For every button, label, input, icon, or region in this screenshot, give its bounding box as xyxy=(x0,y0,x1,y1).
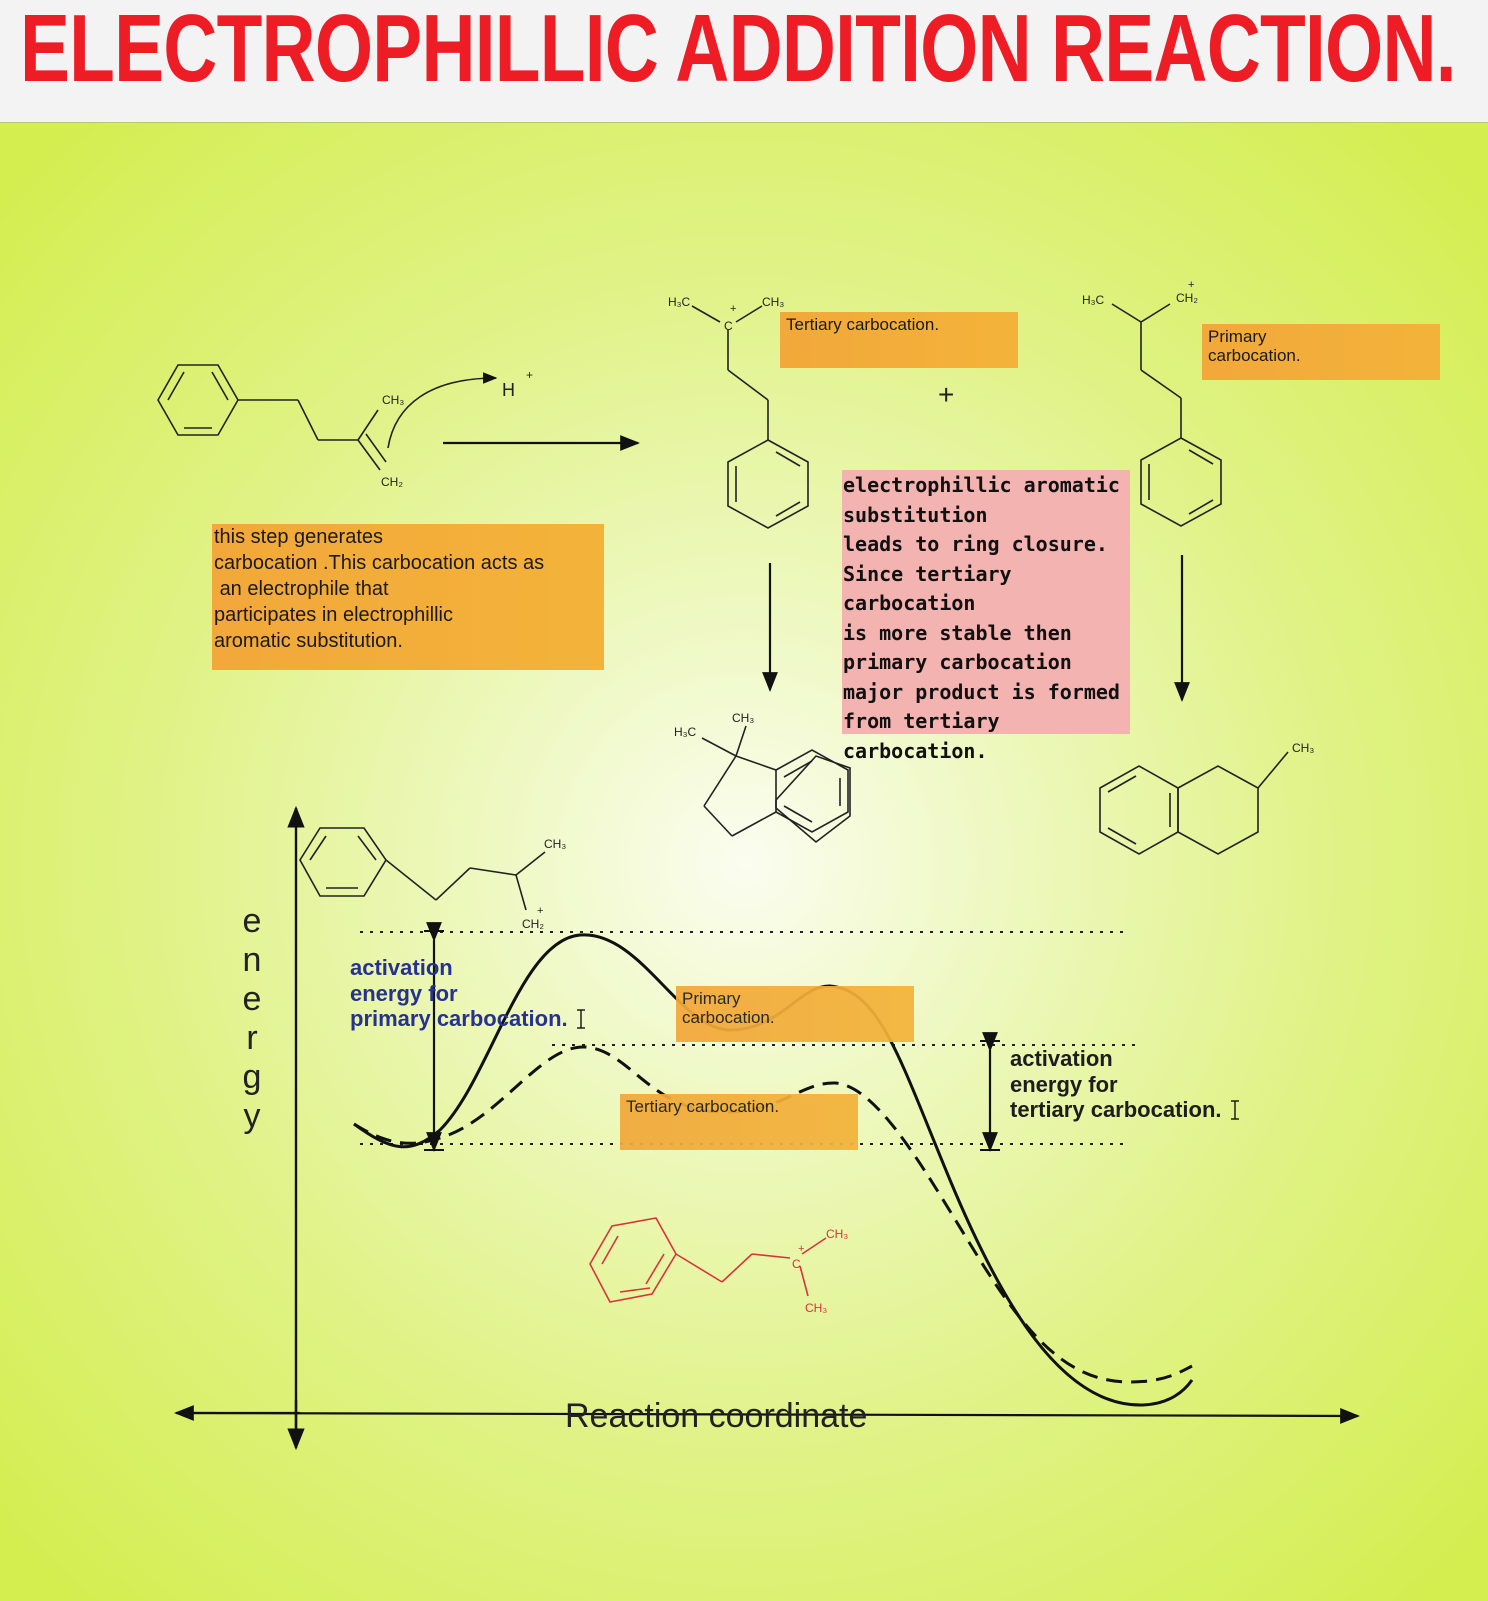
atom-plus: + xyxy=(537,905,543,917)
atom-plus: + xyxy=(798,1243,804,1255)
atom-plus: + xyxy=(730,303,736,315)
atom-c: C xyxy=(792,1257,801,1271)
x-axis-label: Reaction coordinate xyxy=(565,1397,868,1435)
carbocation-step-note: this step generates carbocation .This ca… xyxy=(212,524,604,670)
activation-energy-primary-label: activation energy for primary carbocatio… xyxy=(350,955,568,1031)
primary-carbocation-chain xyxy=(299,827,546,911)
tertiary-energy-profile xyxy=(353,1045,1193,1384)
atom-ch3: CH₃ xyxy=(805,1301,827,1315)
atom-c: C xyxy=(724,319,733,333)
tertiary-carbocation-label: Tertiary carbocation. xyxy=(780,312,1018,368)
indane-product xyxy=(701,725,851,844)
atom-h: H xyxy=(502,380,515,400)
atom-ch2: CH₂ xyxy=(381,475,403,489)
primary-carbocation-label: Primary carbocation. xyxy=(1202,324,1440,380)
header: ELECTROPHILLIC ADDITION REACTION. xyxy=(0,0,1488,122)
benzene-ring xyxy=(157,364,239,436)
atom-ch3: CH₃ xyxy=(826,1227,848,1241)
tertiary-carbocation-red xyxy=(589,1217,827,1303)
atom-ch3: CH₃ xyxy=(544,837,566,851)
atom-h3c: H₃C xyxy=(674,725,697,739)
energy-reference-lines xyxy=(360,931,1136,1145)
electron-arrow xyxy=(387,372,498,449)
atom-ch3: CH₃ xyxy=(1292,741,1314,755)
x-axis xyxy=(189,1408,1360,1424)
aromatic-substitution-note: electrophillic aromatic substitution lea… xyxy=(842,470,1130,763)
tetralin-product xyxy=(1099,751,1289,855)
y-axis-label: energy xyxy=(242,902,262,1135)
atom-ch2: CH₂ xyxy=(1176,291,1198,305)
atom-h3c: H₃C xyxy=(668,295,691,309)
atom-plus: + xyxy=(1188,279,1194,291)
primary-carbocation-structure xyxy=(1111,303,1222,527)
page-title: ELECTROPHILLIC ADDITION REACTION. xyxy=(20,0,1457,102)
tertiary-carbocation-structure xyxy=(691,305,809,529)
atom-ch2: CH₂ xyxy=(522,917,544,931)
atom-ch3: CH₃ xyxy=(762,295,784,309)
starting-alkene xyxy=(157,364,498,471)
atom-h3c: H₃C xyxy=(1082,293,1105,307)
plus-sign: + xyxy=(938,379,954,410)
primary-curve-label: Primary carbocation. xyxy=(676,986,914,1042)
tertiary-carbocation-label-text: Tertiary carbocation. xyxy=(786,315,940,334)
atom-plus: + xyxy=(526,368,533,382)
atom-ch3: CH₃ xyxy=(382,393,404,407)
tertiary-curve-label: Tertiary carbocation. xyxy=(620,1094,858,1150)
atom-ch3: CH₃ xyxy=(732,711,754,725)
activation-energy-tertiary-label: activation energy for tertiary carbocati… xyxy=(1010,1046,1222,1122)
